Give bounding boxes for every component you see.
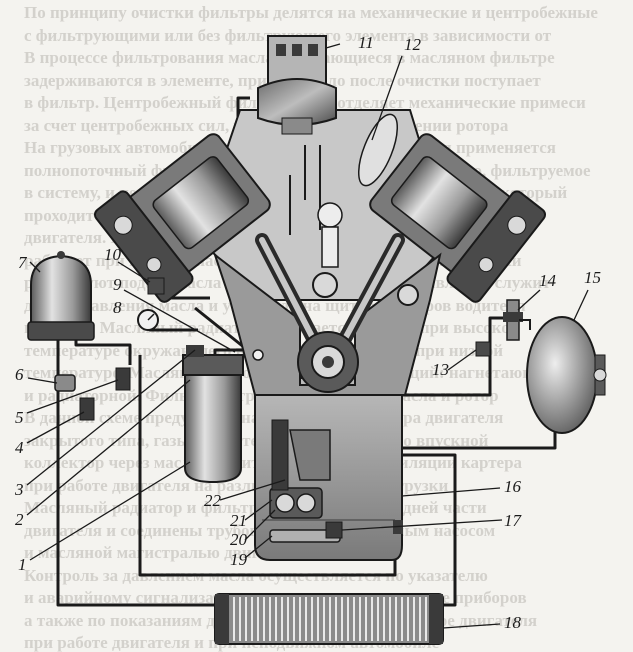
oil-line-main-left [138, 355, 397, 577]
leader-line-5 [26, 379, 119, 414]
callout-label-16: 16 [504, 477, 522, 496]
leader-line-21 [244, 499, 273, 521]
callout-label-9: 9 [113, 275, 122, 294]
callout-label-5: 5 [15, 408, 24, 427]
oil-radiator [214, 593, 444, 645]
leader-line-18 [442, 623, 501, 629]
leader-line-20 [244, 509, 276, 541]
leader-line-10 [117, 261, 151, 283]
callout-label-1: 1 [18, 555, 27, 574]
callout-label-13: 13 [432, 360, 449, 379]
callout-label-11: 11 [358, 33, 374, 52]
callout-label-8: 8 [113, 298, 122, 317]
full-flow-oil-filter [182, 345, 244, 484]
leader-line-17 [341, 519, 503, 531]
leader-lines [26, 43, 589, 629]
callout-label-21: 21 [230, 511, 247, 530]
callout-label-14: 14 [539, 271, 557, 290]
callout-label-19: 19 [230, 550, 248, 569]
leader-line-3 [26, 349, 196, 486]
background-text-line: По принципу очистки фильтры делятся на м… [24, 3, 598, 22]
centrifugal-oil-cleaner [257, 35, 337, 135]
oil-line-radiator-return [400, 453, 457, 607]
fine-oil-filter [27, 251, 95, 341]
leader-line-19 [244, 535, 273, 559]
leader-line-14 [517, 289, 541, 311]
leader-line-16 [401, 487, 501, 497]
engine-block [93, 109, 547, 396]
callout-label-10: 10 [104, 245, 122, 264]
leader-line-13 [447, 349, 477, 371]
callout-label-2: 2 [15, 510, 24, 529]
callout-label-7: 7 [18, 253, 28, 272]
fittings [54, 277, 491, 421]
oil-line-filter7-return [74, 338, 132, 365]
oil-line-vacuum [400, 430, 557, 450]
leader-line-2 [26, 379, 191, 516]
leader-line-6 [27, 377, 58, 384]
callout-label-4: 4 [15, 438, 24, 457]
leader-line-1 [29, 461, 191, 561]
callout-label-17: 17 [504, 511, 523, 530]
leader-line-11 [325, 43, 341, 49]
callout-label-18: 18 [504, 613, 522, 632]
check-valve [503, 299, 531, 341]
leader-line-15 [573, 289, 589, 321]
vacuum-booster [526, 316, 607, 434]
crankcase-sump [254, 377, 403, 561]
leader-line-12 [371, 55, 403, 141]
callout-label-3: 3 [14, 480, 24, 499]
leader-line-7 [29, 261, 41, 273]
callout-label-20: 20 [230, 530, 248, 549]
leader-line-9 [123, 289, 236, 353]
callout-label-6: 6 [15, 365, 24, 384]
callout-label-12: 12 [404, 35, 422, 54]
callout-label-22: 22 [204, 491, 222, 510]
leader-line-4 [26, 411, 85, 444]
callout-label-15: 15 [584, 268, 601, 287]
leader-line-22 [219, 479, 286, 501]
oil-line-filter7-to-radiator [56, 338, 215, 607]
